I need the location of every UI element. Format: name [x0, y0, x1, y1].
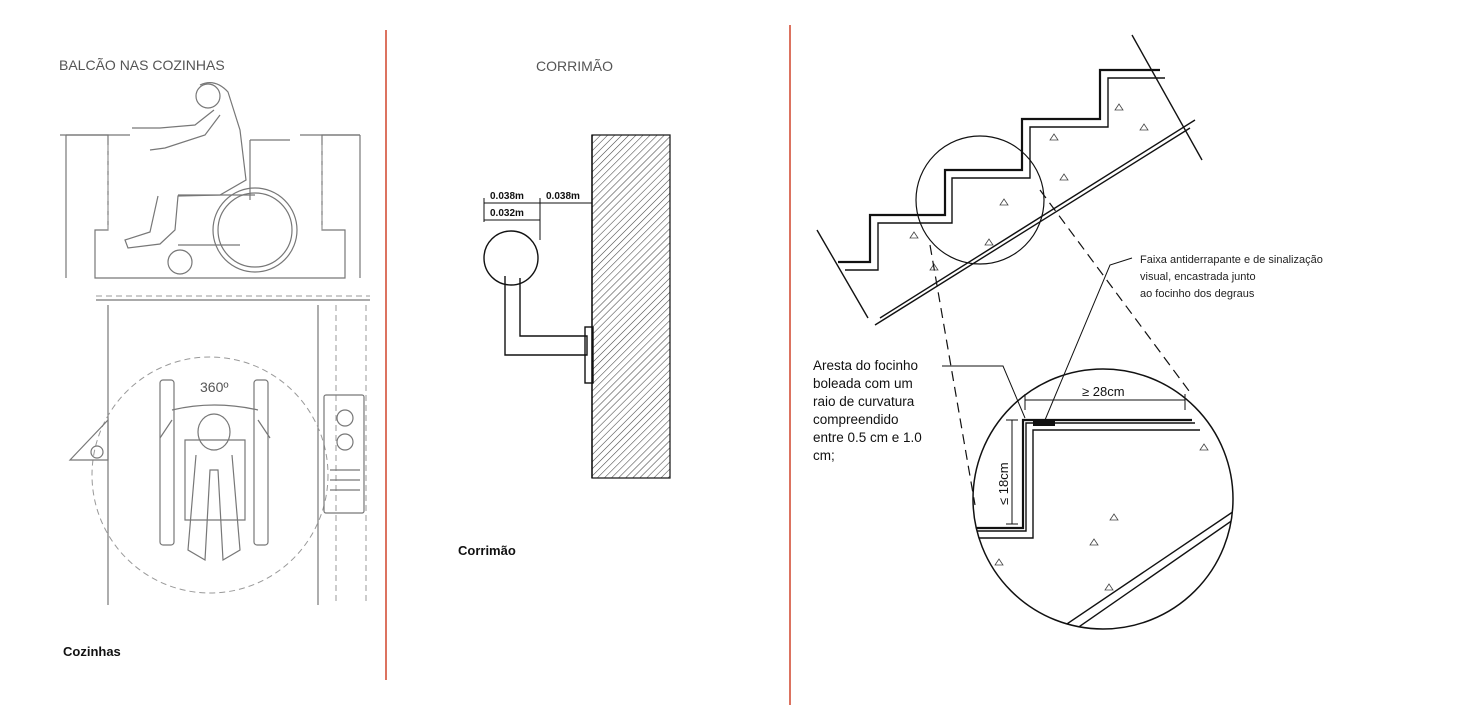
counter-elevation: [60, 134, 361, 279]
kitchen-title: BALCÃO NAS COZINHAS: [59, 57, 225, 73]
wheelchair-user-side: [124, 82, 298, 275]
handrail-caption: Corrimão: [458, 543, 516, 558]
stairs-panel: ≥ 28cm ≤ 18cm Faixa antiderrapante e de …: [813, 34, 1326, 630]
detail-contents: [973, 418, 1233, 629]
stair-profile: [816, 34, 1203, 326]
handrail-dimensions: [483, 198, 592, 240]
detail-marker-circle: [915, 135, 1045, 265]
handrail-bracket: [483, 230, 594, 384]
dim-offset-right: 0.038m: [546, 191, 580, 202]
rotation-label: 360º: [200, 379, 228, 395]
handrail-panel: CORRIMÃO 0.038m 0.038m 0.032m Corrimão: [458, 58, 671, 558]
dim-diameter: 0.032m: [490, 208, 524, 219]
riser-dim: ≤ 18cm: [996, 462, 1011, 505]
wall-hatch: [591, 134, 671, 479]
strip-note: Faixa antiderrapante e de sinalização vi…: [1140, 254, 1326, 300]
kitchen-caption: Cozinhas: [63, 644, 121, 659]
dim-offset-left: 0.038m: [490, 191, 524, 202]
handrail-title: CORRIMÃO: [536, 58, 613, 74]
tread-dim: ≥ 28cm: [1082, 384, 1125, 399]
nosing-note: Aresta do focinho boleada com um raio de…: [813, 358, 926, 463]
detail-circle: [972, 368, 1234, 630]
kitchen-panel: BALCÃO NAS COZINHAS: [59, 57, 370, 659]
kitchen-plan: [68, 295, 370, 605]
